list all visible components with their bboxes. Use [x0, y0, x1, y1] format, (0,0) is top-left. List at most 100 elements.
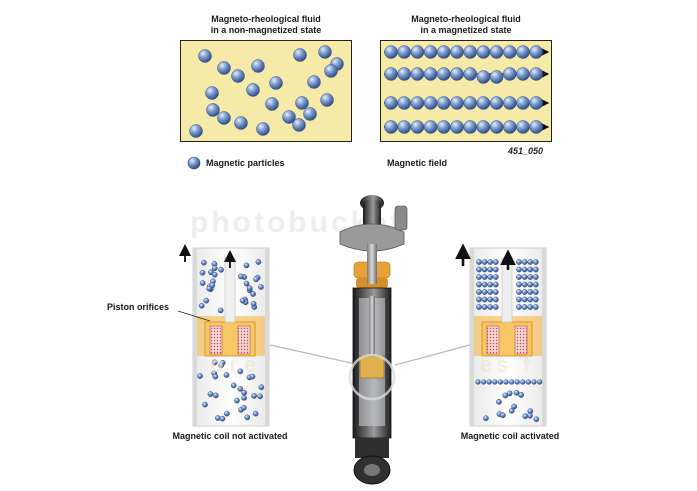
- piston-orifices-label: Piston orifices: [107, 302, 170, 312]
- aligned-particle: [532, 304, 539, 310]
- aligned-particle: [492, 296, 499, 303]
- cylinder-particle: [223, 372, 230, 378]
- coil-not-activated-label: Magnetic coil not activated: [172, 431, 288, 441]
- aligned-particle: [487, 259, 494, 265]
- cylinder-particle: [214, 415, 221, 421]
- cylinder-particle: [239, 297, 246, 304]
- cylinder-particle: [518, 392, 525, 398]
- aligned-particle: [481, 266, 488, 273]
- chained-particle: [529, 96, 543, 110]
- magnetic-particle: [307, 75, 321, 89]
- cylinder-particle: [201, 259, 207, 266]
- cylinder-particle: [206, 285, 213, 292]
- magnetic-particle: [292, 118, 306, 132]
- aligned-particle: [521, 281, 528, 288]
- cylinder-particle: [241, 404, 247, 411]
- cylinder-particle: [203, 297, 210, 304]
- magnetic-particle: [293, 48, 307, 62]
- magnetic-particle: [231, 69, 245, 83]
- cylinder-particle: [258, 284, 264, 290]
- magnetic-particle: [217, 111, 231, 125]
- magnetic-particle: [246, 83, 260, 97]
- aligned-particle: [521, 259, 528, 265]
- aligned-particle: [487, 289, 494, 295]
- cylinder-particle: [508, 407, 515, 414]
- magnetic-particle: [318, 45, 332, 59]
- aligned-particle: [486, 379, 492, 385]
- aligned-particle: [492, 304, 499, 310]
- aligned-particle: [532, 266, 539, 273]
- aligned-particle: [497, 379, 504, 385]
- magnetic-particle: [205, 86, 219, 100]
- cylinder-particle: [250, 291, 256, 297]
- aligned-particle: [508, 379, 515, 385]
- aligned-particle: [492, 259, 499, 265]
- cylinder-particle: [230, 382, 237, 389]
- aligned-particle: [516, 289, 522, 295]
- aligned-particle: [527, 281, 534, 288]
- magnetic-particle: [269, 76, 283, 90]
- cylinder-particle: [246, 285, 253, 291]
- left-panel-title-line2: in a non-magnetized state: [210, 25, 322, 35]
- left-panel-title-line1: Magneto-rheological fluid: [211, 14, 321, 24]
- aligned-particle: [521, 296, 528, 303]
- right-panel-title: Magneto-rheological fluid in a magnetize…: [380, 14, 552, 36]
- legend-field-label: Magnetic field: [387, 158, 448, 168]
- aligned-particle: [481, 281, 488, 288]
- chained-particles: [384, 45, 543, 134]
- cylinder-particle: [511, 403, 518, 410]
- magnetic-particle: [320, 93, 334, 107]
- cylinder-particle: [255, 259, 262, 265]
- aligned-particle: [520, 379, 526, 385]
- cylinder-particle: [237, 385, 244, 392]
- chained-particle: [529, 67, 543, 81]
- aligned-particle: [516, 259, 522, 265]
- shock-absorber: [339, 195, 408, 485]
- coil-activated-label: Magnetic coil activated: [460, 431, 560, 441]
- cylinder-particle: [249, 373, 256, 380]
- magnetic-particle: [295, 96, 309, 110]
- aligned-particle: [516, 304, 522, 310]
- aligned-particle: [527, 274, 534, 280]
- cylinder-particle: [217, 307, 224, 314]
- chained-particle: [489, 70, 504, 84]
- cylinder-particle: [522, 413, 529, 419]
- cylinder-particle: [506, 390, 513, 397]
- aligned-particle: [527, 266, 534, 273]
- aligned-particle: [516, 274, 522, 280]
- aligned-particle: [521, 289, 528, 295]
- cylinder-particle: [218, 266, 224, 273]
- aligned-particle: [531, 379, 537, 385]
- cylinder-particle: [238, 273, 244, 280]
- right-panel-title-line2: in a magnetized state: [420, 25, 512, 35]
- cylinder-particle: [533, 416, 540, 423]
- magnetic-particle: [282, 110, 296, 124]
- aligned-particle: [536, 379, 543, 385]
- magnetic-particle: [206, 103, 220, 117]
- right-panel-title-line1: Magneto-rheological fluid: [411, 14, 521, 24]
- cylinder-particle: [199, 280, 206, 286]
- cylinder-particle: [197, 373, 203, 379]
- cylinder-particle: [211, 359, 218, 366]
- aligned-particle: [476, 304, 482, 310]
- aligned-particle: [521, 266, 528, 273]
- chained-particle: [529, 45, 543, 59]
- magnetic-particle: [198, 49, 212, 63]
- cylinder-not-activated: [179, 244, 270, 427]
- left-panel-title: Magneto-rheological fluid in a non-magne…: [180, 14, 352, 36]
- cylinder-particle: [219, 415, 226, 422]
- aligned-particle: [516, 281, 522, 288]
- aligned-particle: [527, 304, 534, 310]
- magnetic-particle: [265, 97, 279, 111]
- cylinder-particle: [237, 368, 244, 375]
- aligned-particle: [521, 304, 528, 310]
- aligned-particle: [481, 259, 488, 265]
- cylinder-particle: [207, 391, 214, 397]
- aligned-particle: [503, 379, 509, 385]
- aligned-particle: [476, 274, 482, 280]
- aligned-particle: [532, 259, 539, 265]
- aligned-particle: [475, 379, 481, 385]
- aligned-particle: [476, 281, 482, 288]
- magnetic-particle: [234, 116, 248, 130]
